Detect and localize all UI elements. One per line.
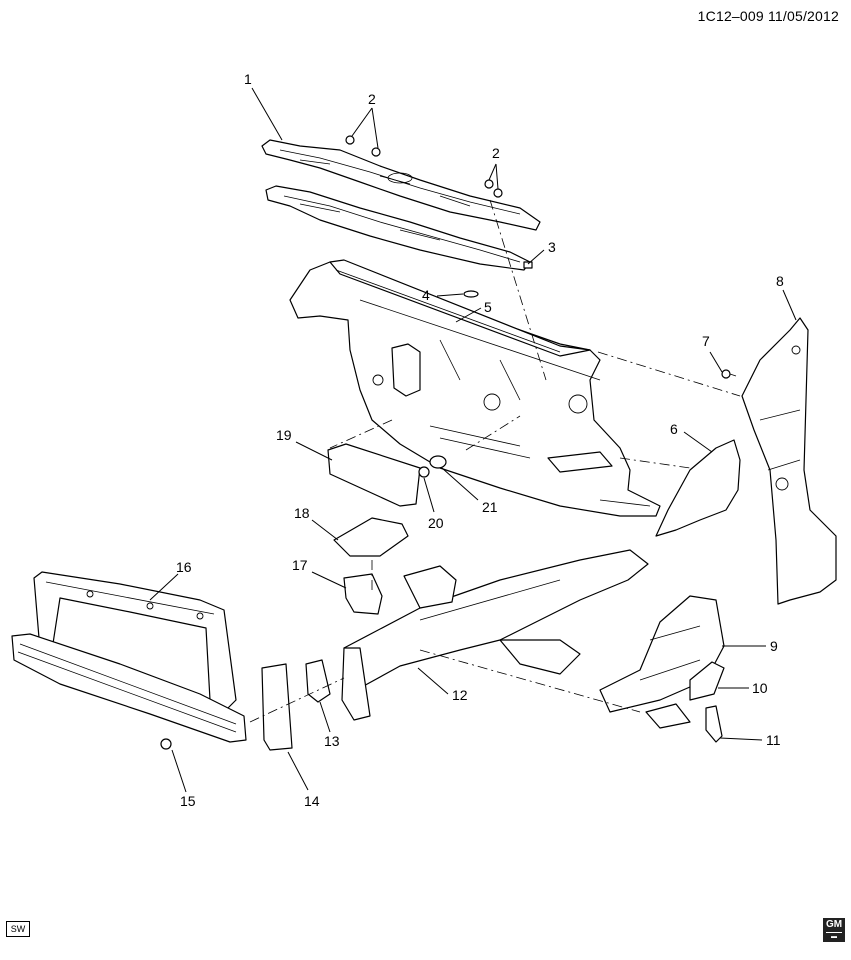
part-1-cowl-upper-panel — [261, 139, 541, 231]
callout-1: 1 — [244, 71, 252, 87]
callout-9: 9 — [770, 638, 778, 654]
sw-badge: SW — [6, 921, 30, 937]
drawing-id: 1C12–009 — [697, 8, 764, 24]
bumper-beam — [11, 633, 247, 743]
callout-2-left: 2 — [368, 91, 376, 107]
part-12-front-rail — [341, 549, 649, 721]
phantom-lines — [249, 199, 741, 723]
part-20-nut — [418, 466, 430, 478]
part-13-bracket — [305, 659, 331, 703]
part-15-nut — [160, 738, 172, 750]
part-3-cowl-lower-panel — [265, 185, 533, 271]
part-4-grommet — [463, 290, 479, 298]
callout-17: 17 — [292, 557, 308, 573]
callout-20: 20 — [428, 515, 444, 531]
callout-12: 12 — [452, 687, 468, 703]
leader-lines — [149, 87, 797, 793]
part-2-nuts-left — [345, 135, 381, 157]
part-19-bracket — [327, 443, 421, 507]
callout-2-right: 2 — [492, 145, 500, 161]
part-18-bracket — [333, 517, 409, 557]
callout-10: 10 — [752, 680, 768, 696]
callout-14: 14 — [304, 793, 320, 809]
callout-8: 8 — [776, 273, 784, 289]
callout-18: 18 — [294, 505, 310, 521]
gm-logo: GM ▬ — [823, 918, 845, 942]
gm-logo-text: GM — [825, 919, 843, 930]
part-14-plate — [261, 663, 293, 751]
wheelhouse-lower-bracket — [645, 703, 691, 729]
drawing-header: 1C12–009 11/05/2012 — [698, 8, 839, 24]
callout-13: 13 — [324, 733, 340, 749]
callout-21: 21 — [482, 499, 498, 515]
part-7-bolt — [721, 369, 737, 379]
callout-7: 7 — [702, 333, 710, 349]
gm-logo-bar: ▬ — [826, 932, 842, 941]
callout-labels: 1 2 2 3 4 5 6 7 8 9 10 11 12 13 14 15 16… — [176, 71, 784, 809]
callout-19: 19 — [276, 427, 292, 443]
part-10-bracket — [689, 661, 725, 701]
callout-15: 15 — [180, 793, 196, 809]
part-6-pillar-reinforcement — [655, 439, 741, 537]
part-2-nuts-right — [484, 179, 503, 198]
part-11-bracket — [705, 705, 723, 743]
callout-4: 4 — [422, 287, 430, 303]
callout-16: 16 — [176, 559, 192, 575]
callout-5: 5 — [484, 299, 492, 315]
part-17-mount — [343, 573, 383, 615]
callout-3: 3 — [548, 239, 556, 255]
callout-6: 6 — [670, 421, 678, 437]
drawing-date: 11/05/2012 — [767, 8, 839, 24]
part-5-dash-panel — [289, 259, 661, 517]
part-21-grommet — [429, 455, 447, 469]
part-8-hinge-pillar — [741, 317, 837, 605]
callout-11: 11 — [766, 732, 781, 748]
